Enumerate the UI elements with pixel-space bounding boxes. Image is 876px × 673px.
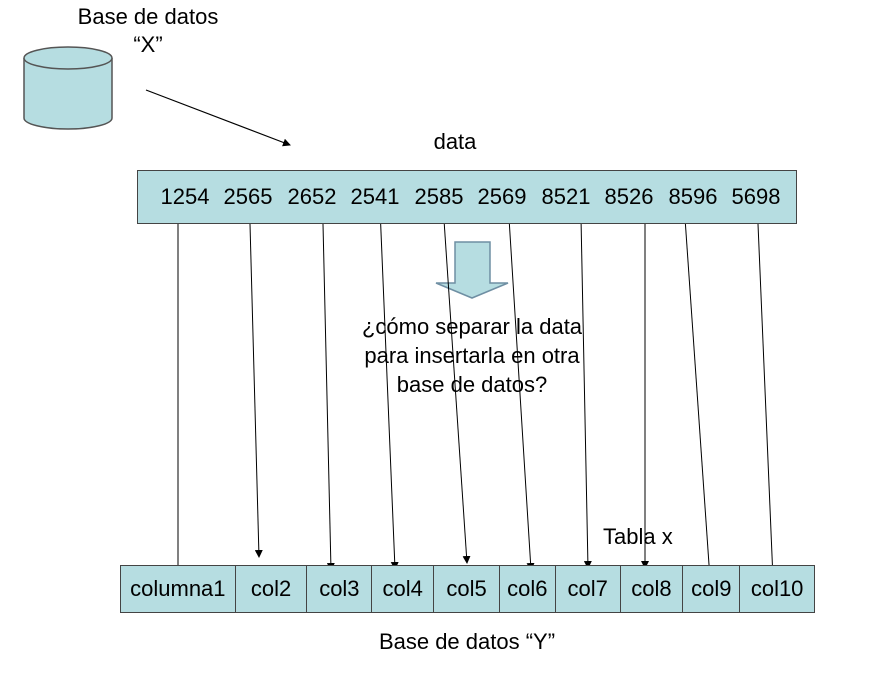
data-value-7: 8521: [541, 184, 591, 209]
table-column-4: col4: [372, 566, 435, 612]
table-label: Tabla x: [603, 524, 673, 549]
target-db-label: Base de datos “Y”: [378, 629, 556, 654]
table-column-8: col8: [621, 566, 684, 612]
target-table: columna1 col2 col3 col4 col5 col6 col7 c…: [120, 565, 815, 613]
table-column-9: col9: [683, 566, 741, 612]
data-value-6: 2569: [477, 184, 527, 209]
table-column-7: col7: [556, 566, 621, 612]
source-db-name: “X”: [133, 32, 163, 57]
data-value-2: 2565: [223, 184, 273, 209]
table-column-3: col3: [307, 566, 373, 612]
data-label: data: [433, 129, 477, 154]
database-x-icon: [23, 46, 113, 130]
mapping-arrow-2: [249, 223, 263, 558]
question-line-3: base de datos?: [396, 372, 548, 397]
mapping-arrow-5: [442, 204, 471, 564]
mapping-arrow-9: [684, 217, 714, 580]
mapping-arrows: [174, 204, 777, 581]
table-column-10: col10: [750, 576, 804, 601]
mapping-arrow-4: [379, 207, 399, 570]
db-to-data-arrow: [145, 89, 291, 147]
mapping-arrow-7: [580, 217, 592, 569]
data-value-3: 2652: [287, 184, 337, 209]
table-column-1: columna1: [121, 566, 236, 612]
block-down-arrow-icon: [435, 241, 509, 299]
data-record-box: [137, 170, 797, 224]
mapping-arrow-3: [322, 223, 335, 571]
mapping-arrow-6: [508, 217, 535, 571]
data-value-9: 8596: [668, 184, 718, 209]
question-line-1: ¿cómo separar la data: [361, 314, 583, 339]
data-value-5: 2585: [414, 184, 464, 209]
data-value-10: 5698: [731, 184, 781, 209]
data-value-8: 8526: [604, 184, 654, 209]
question-line-2: para insertarla en otra: [364, 343, 580, 368]
data-value-4: 2541: [350, 184, 400, 209]
source-db-title: Base de datos: [77, 4, 219, 29]
mapping-arrow-10: [757, 223, 777, 580]
table-column-5: col5: [434, 566, 500, 612]
question-text: ¿cómo separar la data para insertarla en…: [300, 312, 644, 399]
table-column-2: col2: [236, 566, 308, 612]
data-value-1: 1254: [160, 184, 210, 209]
table-column-6: col6: [500, 566, 556, 612]
